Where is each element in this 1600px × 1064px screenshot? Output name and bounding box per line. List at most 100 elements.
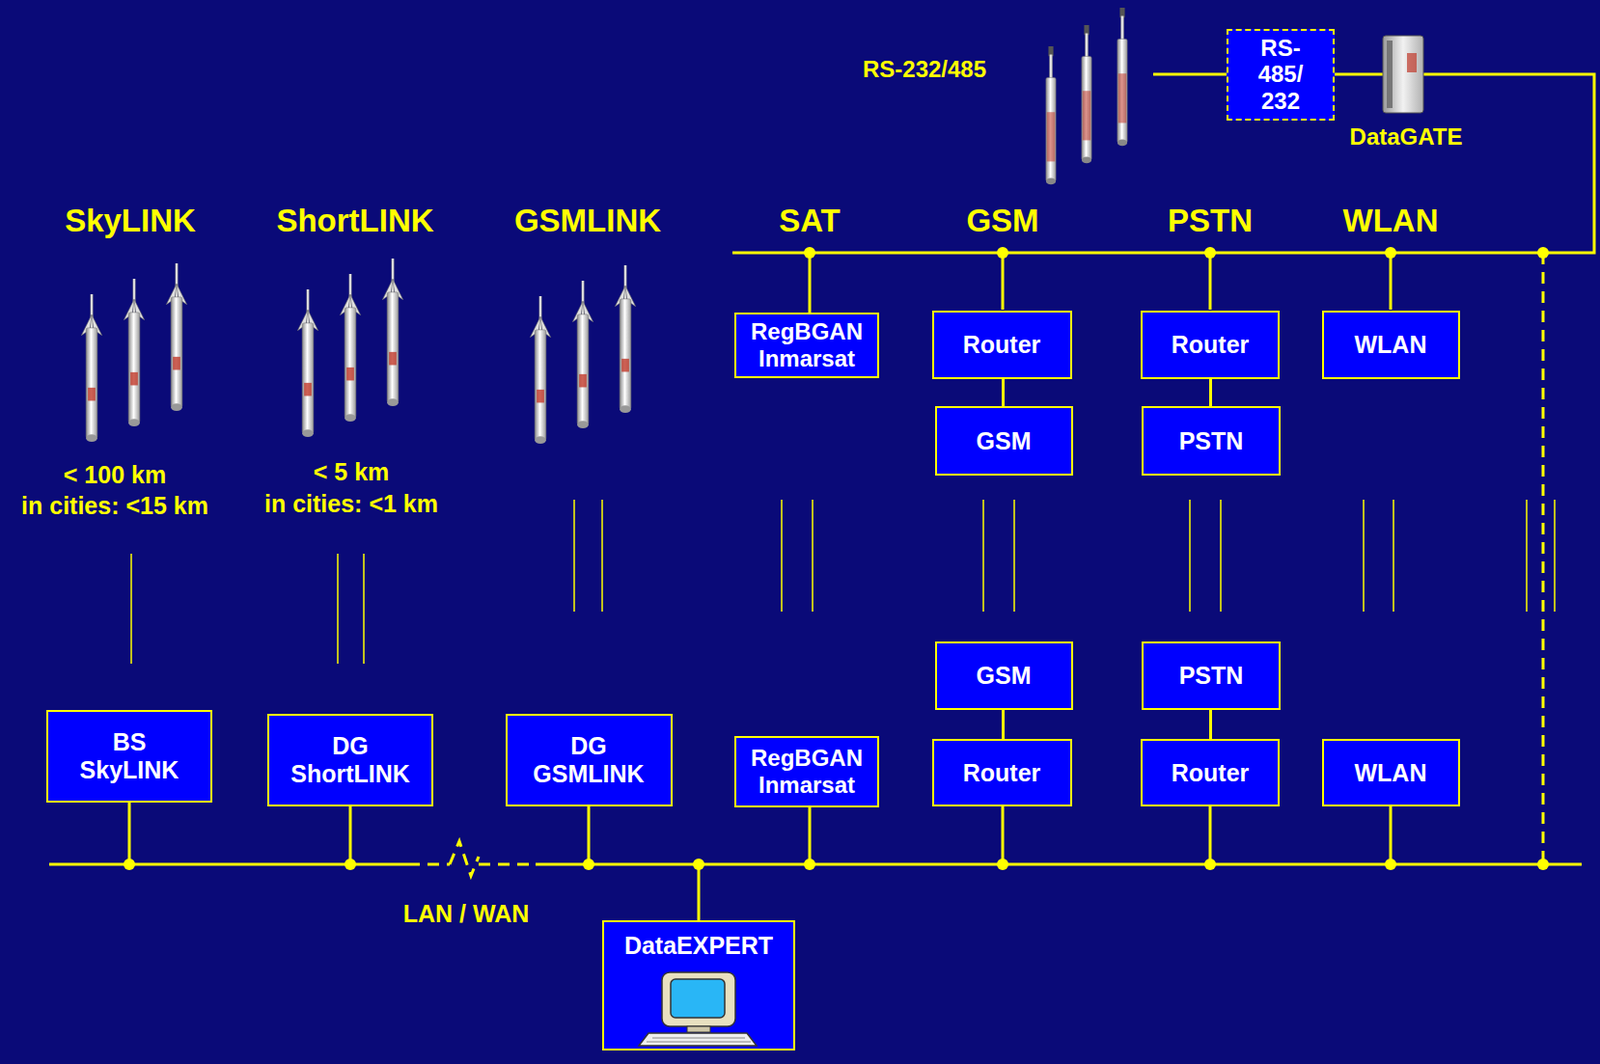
monitor-body: [662, 972, 736, 1027]
connector-line: [1209, 710, 1213, 741]
link-line: [601, 499, 604, 612]
column-label-text: ShortLINK: [275, 202, 434, 239]
column-label: PSTN: [1167, 202, 1253, 240]
modem-box: GSM: [935, 641, 1074, 711]
link-lines: [131, 499, 1555, 664]
link-line: [362, 553, 365, 664]
router-box: Router: [1140, 739, 1280, 807]
node-text: Router: [1171, 759, 1250, 788]
node-text: Router: [963, 331, 1042, 359]
node-text: RS-485/ 232: [1258, 34, 1304, 115]
stub-line: [349, 806, 353, 865]
antenna: [529, 296, 551, 444]
antenna: [81, 294, 102, 442]
column-label: GSM: [965, 202, 1039, 240]
column-label-text: GSM: [965, 202, 1039, 239]
datagate-device: [1382, 35, 1424, 113]
node-text: GSM: [976, 662, 1032, 690]
wire: [1334, 73, 1383, 77]
satellite-box: RegBGAN Inmarsat: [734, 736, 880, 808]
node-text: BS SkyLINK: [80, 728, 180, 785]
device-label: DataGATE: [1350, 123, 1463, 151]
link-line: [573, 499, 576, 612]
connector-line: [1001, 710, 1005, 741]
column-label-text: WLAN: [1343, 202, 1439, 239]
junction-dots: [803, 247, 1549, 259]
column-label-text: PSTN: [1167, 202, 1253, 239]
network-label-text: LAN / WAN: [403, 900, 530, 928]
wire: [1153, 73, 1227, 77]
converter-box: RS-485/ 232: [1226, 28, 1335, 121]
router-box: Router: [932, 310, 1073, 380]
device-body: [1382, 35, 1424, 113]
stub-line: [1209, 252, 1213, 310]
stub-line: [1001, 252, 1005, 310]
antenna: [614, 265, 635, 414]
junction-dot: [1384, 247, 1397, 259]
antenna: [1081, 25, 1092, 164]
stub-line: [808, 252, 812, 314]
range-label: < 100 km: [63, 461, 166, 490]
wlan-box: WLAN: [1322, 739, 1461, 807]
link-line: [130, 553, 133, 664]
link-line: [1219, 499, 1222, 612]
junction-dot: [1384, 858, 1397, 871]
keyboard-keys: [646, 1038, 751, 1043]
column-label: WLAN: [1343, 202, 1439, 240]
range-label: in cities: <15 km: [21, 492, 209, 521]
link-line: [1553, 499, 1556, 612]
node-text: DG GSMLINK: [532, 732, 644, 789]
stub-line: [1389, 806, 1393, 865]
device-mark: [1406, 53, 1417, 73]
wlan-box: WLAN: [1322, 310, 1461, 380]
port-label: RS-232/485: [862, 55, 987, 83]
junction-dot: [803, 858, 816, 871]
port-label-text: RS-232/485: [862, 55, 987, 83]
connector-line: [1001, 379, 1005, 408]
junction-dot: [1204, 247, 1216, 259]
device-label-text: DataGATE: [1350, 123, 1463, 150]
link-line: [1392, 499, 1395, 612]
node-text: Router: [963, 759, 1042, 788]
node-text: WLAN: [1354, 331, 1428, 359]
stub-line: [808, 807, 812, 865]
router-box: Router: [1140, 310, 1280, 380]
link-line: [336, 553, 339, 664]
bus-line: [535, 863, 1582, 867]
junction-dot: [582, 858, 595, 871]
workstation-box: DataEXPERT: [602, 920, 796, 1051]
node-text: PSTN: [1179, 427, 1244, 456]
range-label-text: in cities: <15 km: [21, 492, 209, 520]
link-line: [1525, 499, 1528, 612]
junction-dot: [803, 247, 816, 259]
network-label: LAN / WAN: [403, 900, 530, 929]
device-side: [1386, 40, 1393, 109]
stub-lines: [809, 252, 1391, 314]
column-label: ShortLINK: [275, 202, 434, 240]
gateway-box: DG GSMLINK: [505, 714, 673, 807]
connector-line: [1209, 379, 1213, 408]
junction-dot: [692, 858, 705, 871]
junction-dots: [123, 858, 1549, 871]
range-label-text: in cities: <1 km: [264, 490, 439, 518]
antenna: [297, 289, 318, 438]
range-label: < 5 km: [313, 458, 390, 487]
link-line: [982, 499, 985, 612]
range-label-text: < 100 km: [63, 461, 166, 489]
link-line: [1362, 499, 1365, 612]
link-line: [780, 499, 783, 612]
column-label: GSMLINK: [514, 202, 662, 240]
dashed-link: [1542, 252, 1545, 865]
node-text: GSM: [976, 427, 1032, 456]
antenna: [572, 280, 593, 429]
antenna-group: [81, 263, 187, 442]
node-text: DataEXPERT: [624, 932, 773, 961]
junction-dot: [344, 858, 357, 871]
link-line: [811, 499, 814, 612]
junction-dot: [123, 858, 136, 871]
column-label: SAT: [778, 202, 841, 240]
stub-line: [697, 864, 701, 921]
satellite-box: RegBGAN Inmarsat: [734, 312, 880, 379]
